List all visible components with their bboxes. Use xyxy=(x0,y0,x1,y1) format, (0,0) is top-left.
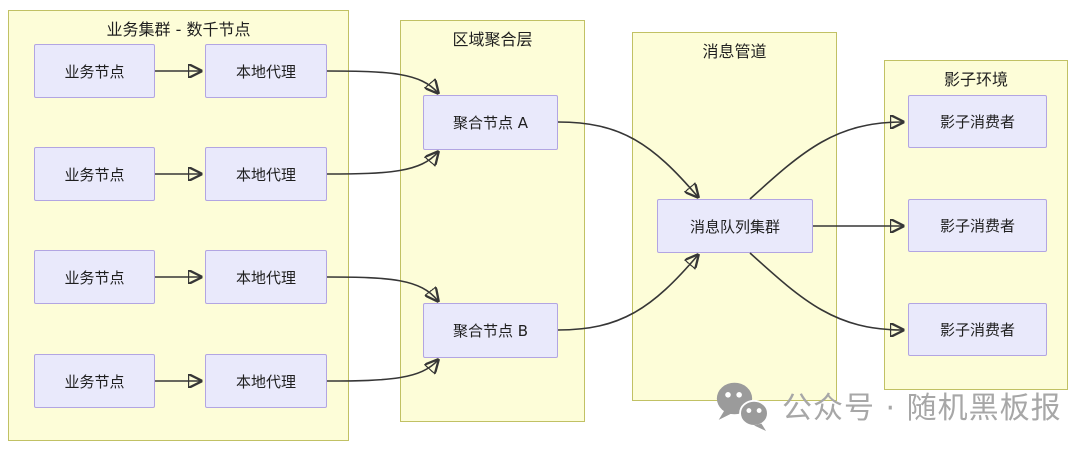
node-biz-node-1: 业务节点 xyxy=(34,44,155,98)
node-mq-cluster: 消息队列集群 xyxy=(657,199,813,253)
node-agg-node-a: 聚合节点 A xyxy=(423,95,558,150)
node-local-proxy-3: 本地代理 xyxy=(205,250,327,304)
cluster-message-pipeline-title: 消息管道 xyxy=(702,42,767,61)
node-local-proxy-1: 本地代理 xyxy=(205,44,327,98)
node-shadow-consumer-3: 影子消费者 xyxy=(908,303,1047,356)
node-shadow-consumer-2: 影子消费者 xyxy=(908,199,1047,252)
node-local-proxy-2: 本地代理 xyxy=(205,147,327,201)
node-shadow-consumer-1: 影子消费者 xyxy=(908,95,1047,148)
cluster-business-title: 业务集群 - 数千节点 xyxy=(106,20,251,39)
cluster-shadow-environment-title: 影子环境 xyxy=(943,70,1008,89)
cluster-regional-aggregation: 区域聚合层 xyxy=(400,20,585,422)
node-agg-node-b: 聚合节点 B xyxy=(423,303,558,358)
watermark: 公众号 · 随机黑板报 xyxy=(710,379,1062,431)
watermark-text: 公众号 · 随机黑板报 xyxy=(782,391,1062,426)
wechat-icon xyxy=(716,382,769,431)
node-biz-node-4: 业务节点 xyxy=(34,354,155,408)
node-biz-node-3: 业务节点 xyxy=(34,250,155,304)
node-biz-node-2: 业务节点 xyxy=(34,147,155,201)
node-local-proxy-4: 本地代理 xyxy=(205,354,327,408)
cluster-regional-aggregation-title: 区域聚合层 xyxy=(452,30,533,49)
